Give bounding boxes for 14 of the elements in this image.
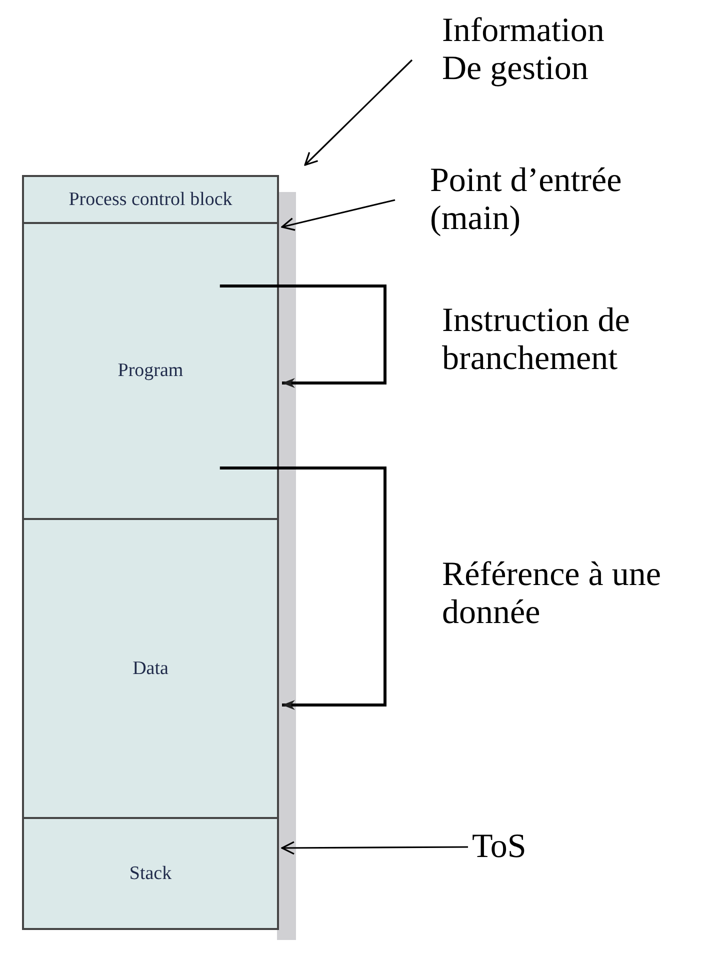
- annotation-text: Point d’entrée (main): [430, 162, 690, 238]
- arrow: [220, 284, 386, 388]
- memory-segment: Process control block: [22, 175, 279, 224]
- memory-segment: Program: [22, 222, 279, 520]
- arrow: [281, 199, 396, 231]
- annotation-text: Information De gestion: [442, 12, 642, 88]
- edge-label: Instruction de branchement: [442, 302, 631, 378]
- arrow: [281, 841, 468, 855]
- arrow: [304, 59, 413, 166]
- annotation-text: ToS: [472, 828, 592, 866]
- arrow: [220, 466, 386, 710]
- edge-label: Référence à une donnée: [442, 556, 662, 632]
- memory-segment: Stack: [22, 817, 279, 930]
- memory-segment: Data: [22, 518, 279, 819]
